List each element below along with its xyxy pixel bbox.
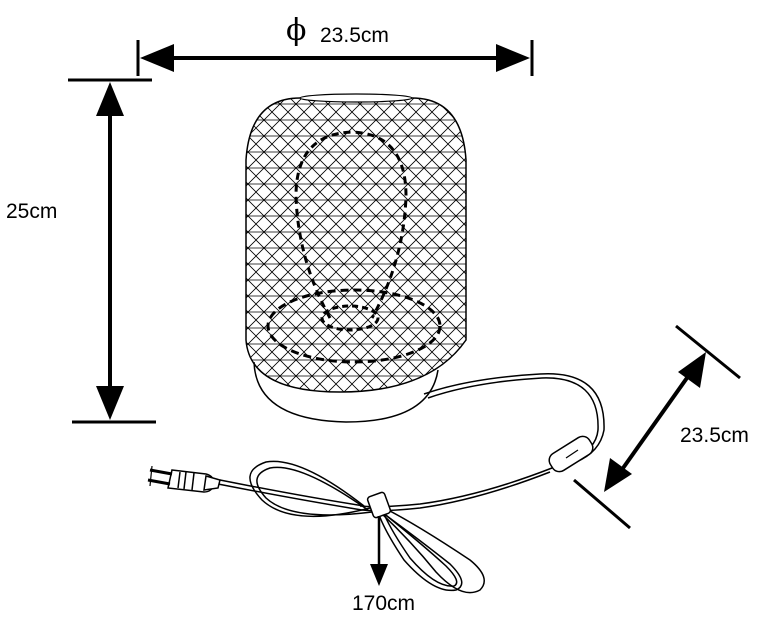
lamp-shade-outline	[245, 97, 467, 393]
mesh-table-lamp-icon	[245, 93, 467, 423]
bulb-outline	[294, 130, 408, 319]
diameter-symbol: ϕ	[286, 13, 306, 48]
bulb-socket	[320, 304, 380, 332]
depth-arrowhead-bottom	[604, 458, 632, 492]
lamp-top-opening	[299, 93, 413, 103]
cable-length-dimension: 170cm	[352, 516, 415, 615]
power-cable	[217, 373, 605, 594]
cable-length-arrowhead	[370, 564, 388, 586]
cable-length-label: 170cm	[352, 592, 415, 615]
diameter-label: 23.5cm	[320, 24, 389, 47]
depth-arrowhead-top	[678, 352, 706, 388]
depth-arrow-line	[614, 366, 696, 480]
depth-tick-bottom	[573, 478, 631, 530]
height-arrowhead-bottom	[96, 386, 124, 420]
depth-dimension: 23.5cm	[573, 324, 749, 530]
lamp-mesh	[246, 98, 466, 392]
power-plug-icon	[147, 465, 221, 493]
inner-base-ring	[266, 288, 442, 364]
depth-label: 23.5cm	[680, 424, 749, 447]
diameter-dimension: ϕ 23.5cm	[136, 13, 534, 76]
diameter-arrowhead-left	[140, 44, 174, 72]
height-dimension: 25cm	[6, 78, 156, 424]
inline-switch-icon	[548, 435, 594, 473]
depth-tick-top	[675, 324, 741, 380]
cable-tie	[366, 491, 392, 519]
height-arrowhead-top	[96, 82, 124, 116]
height-label: 25cm	[6, 200, 57, 223]
diameter-arrowhead-right	[496, 44, 530, 72]
